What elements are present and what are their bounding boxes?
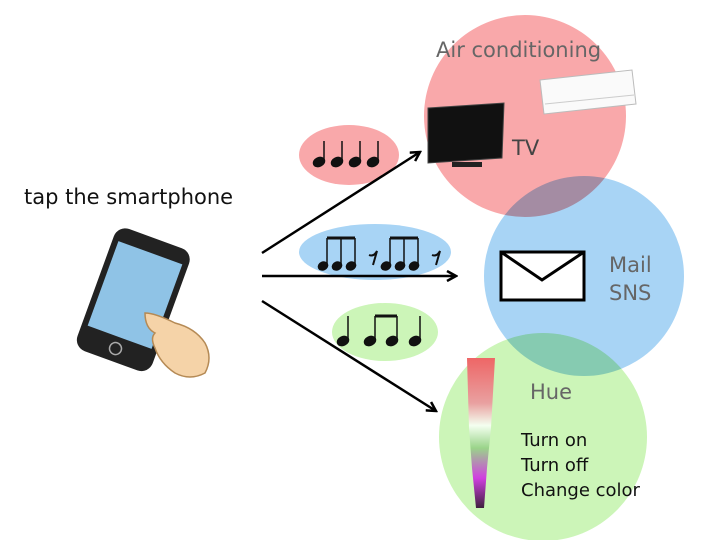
air-conditioner-icon: [539, 69, 637, 115]
mixed-notes-icon: [336, 314, 422, 347]
rhythm-blue-bubble: [299, 224, 451, 280]
hue-action-turn-on: Turn on: [520, 430, 587, 451]
rhythm-green-bubble: [332, 303, 438, 361]
sns-label: SNS: [609, 281, 651, 305]
tv-label: TV: [511, 136, 540, 160]
envelope-icon: [499, 250, 586, 302]
tv-icon: [427, 102, 505, 167]
source-label: tap the smartphone: [24, 185, 233, 209]
hue-action-change-color: Change color: [521, 480, 641, 501]
quarter-notes-icon: [312, 141, 380, 168]
hue-action-turn-off: Turn off: [520, 455, 589, 476]
arrow-to-hue: [261, 299, 436, 411]
arrow-to-air: [261, 152, 420, 255]
hue-lamp-icon: [467, 358, 495, 508]
hue-title: Hue: [530, 380, 572, 404]
rhythm-pink-bubble: [299, 125, 399, 185]
air-title: Air conditioning: [436, 38, 601, 62]
eighth-notes-icon: [317, 236, 441, 271]
mail-label: Mail: [609, 253, 652, 277]
hand-icon: [144, 312, 210, 378]
